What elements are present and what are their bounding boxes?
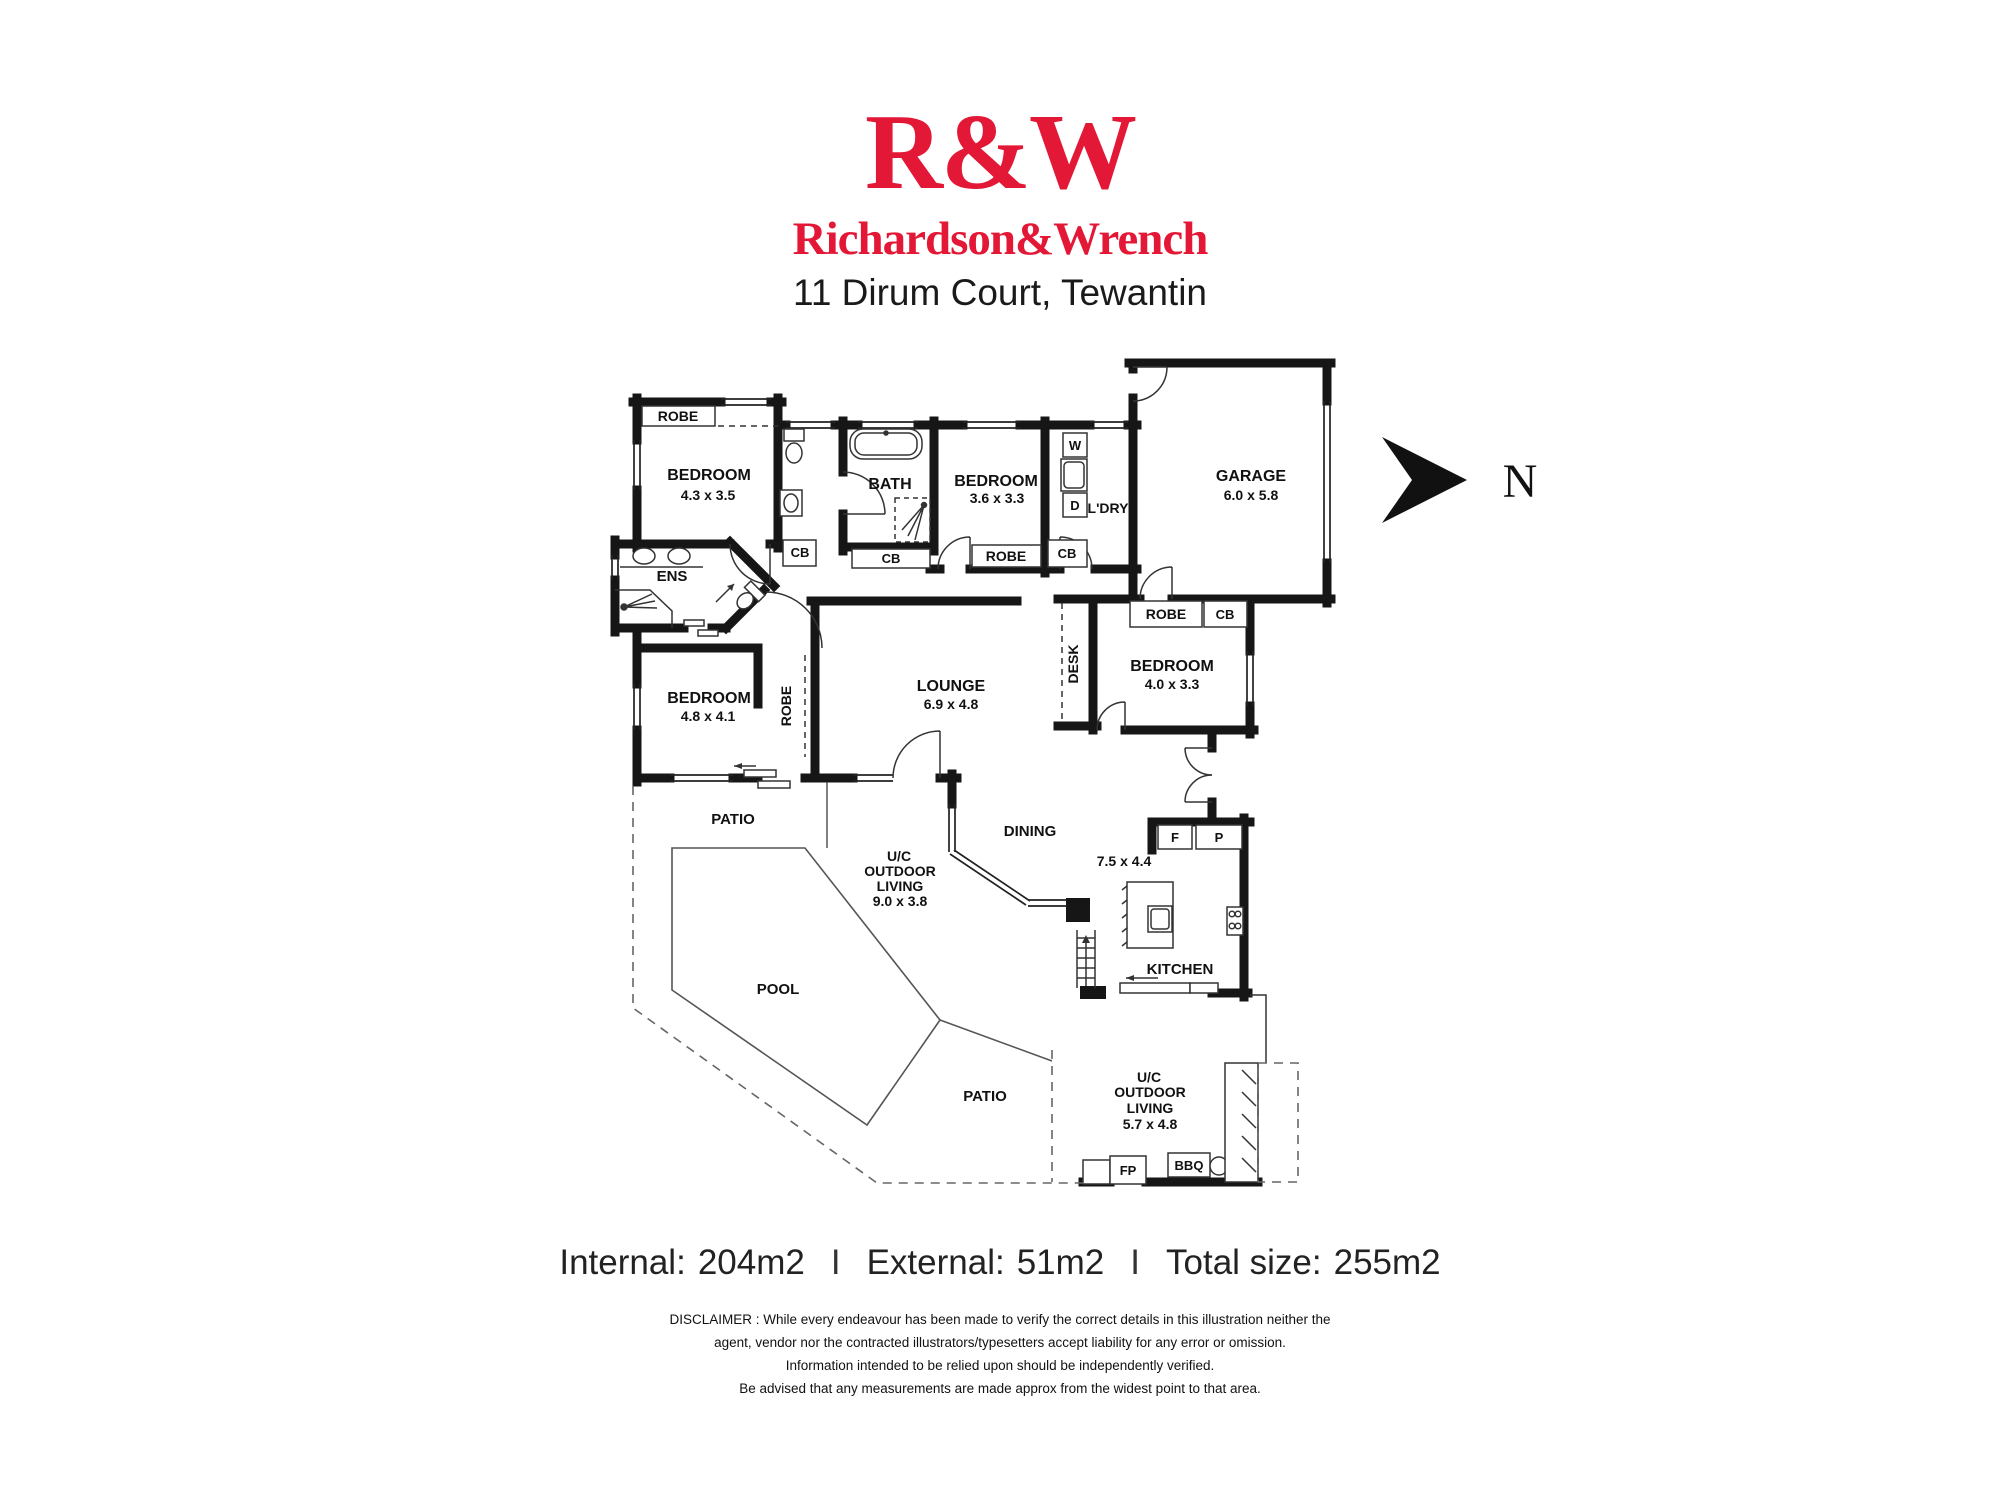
label-bedroom4-dims: 4.8 x 4.1 xyxy=(681,708,736,724)
label-kitchen-name: KITCHEN xyxy=(1147,961,1214,978)
label-bedroom1-dims: 4.3 x 3.5 xyxy=(681,487,736,503)
label-garage-name: GARAGE xyxy=(1216,468,1287,485)
label-washer: W xyxy=(1069,438,1082,453)
label-outdoor2-l1: U/C xyxy=(1137,1069,1161,1085)
property-address: 11 Dirum Court, Tewantin xyxy=(792,272,1208,313)
label-lounge-name: LOUNGE xyxy=(917,678,986,695)
label-bedroom4-name: BEDROOM xyxy=(667,690,751,707)
label-bedroom1-name: BEDROOM xyxy=(667,467,751,484)
label-fireplace: FP xyxy=(1120,1163,1137,1178)
windows xyxy=(611,398,1331,907)
area-summary: Internal: 204m2 I External: 51m2 I Total size:… xyxy=(0,1243,2000,1283)
total-area: Total size: 255m2 xyxy=(1166,1243,1441,1282)
external-label: External: xyxy=(866,1243,1005,1282)
label-lounge-dims: 6.9 x 4.8 xyxy=(924,696,979,712)
label-robe-bedroom1: ROBE xyxy=(658,408,698,424)
label-bedroom3-name: BEDROOM xyxy=(1130,658,1214,675)
label-ens: ENS xyxy=(657,568,688,585)
outdoor-boundaries xyxy=(632,786,1299,1184)
total-label: Total size: xyxy=(1166,1243,1322,1282)
fixture-labels: ROBE ROBE ROBE CB CB CB CB W D F P FP BB… xyxy=(658,408,1235,1178)
label-outdoor1-dims: 9.0 x 3.8 xyxy=(873,893,928,909)
brand-logo-full: Richardson&Wrench xyxy=(792,213,1209,265)
label-outdoor2-dims: 5.7 x 4.8 xyxy=(1123,1116,1178,1132)
internal-area: Internal: 204m2 xyxy=(559,1243,805,1282)
label-laundry: L'DRY xyxy=(1088,500,1130,516)
label-dryer: D xyxy=(1070,498,1079,513)
label-garage-dims: 6.0 x 5.8 xyxy=(1224,487,1279,503)
internal-value: 204m2 xyxy=(697,1243,805,1282)
room-labels: BEDROOM 4.3 x 3.5 BATH BEDROOM 3.6 x 3.3… xyxy=(657,467,1287,1132)
label-outdoor2-l3: LIVING xyxy=(1127,1100,1174,1116)
label-bedroom2-name: BEDROOM xyxy=(954,473,1038,490)
separator-2: I xyxy=(1130,1243,1140,1282)
label-robe-bedroom3: ROBE xyxy=(1146,606,1186,622)
north-arrow-icon: N xyxy=(1382,437,1537,523)
total-value: 255m2 xyxy=(1333,1243,1441,1282)
label-cb-hall: CB xyxy=(791,545,810,560)
label-cb-bath: CB xyxy=(882,551,901,566)
disclaimer-line-3: Information intended to be relied upon s… xyxy=(785,1358,1215,1373)
label-outdoor2-l2: OUTDOOR xyxy=(1114,1084,1186,1100)
label-pool: POOL xyxy=(757,981,800,998)
separator-1: I xyxy=(830,1243,841,1282)
label-pantry: P xyxy=(1215,830,1224,845)
external-area: External: 51m2 xyxy=(867,1243,1105,1282)
label-desk: DESK xyxy=(1065,645,1081,684)
label-cb-garage: CB xyxy=(1216,607,1235,622)
disclaimer-line-4: Be advised that any measurements are mad… xyxy=(739,1381,1261,1396)
label-bbq: BBQ xyxy=(1175,1158,1204,1173)
disclaimer-line-2: agent, vendor nor the contracted illustr… xyxy=(714,1335,1286,1350)
internal-label: Internal: xyxy=(559,1243,686,1282)
label-outdoor1-l1: U/C xyxy=(887,848,911,864)
north-label: N xyxy=(1503,455,1538,508)
disclaimer-line-1: DISCLAIMER : While every endeavour has b… xyxy=(669,1312,1331,1327)
label-kitchen-dims: 7.5 x 4.4 xyxy=(1097,853,1152,869)
label-cb-laundry: CB xyxy=(1058,546,1077,561)
label-robe-bedroom2: ROBE xyxy=(986,548,1026,564)
pool-outline xyxy=(671,847,941,1127)
label-fridge: F xyxy=(1171,830,1179,845)
fixtures xyxy=(615,405,1267,1185)
label-patio-left: PATIO xyxy=(711,811,755,828)
label-robe-hall: ROBE xyxy=(778,686,794,726)
label-patio-bottom: PATIO xyxy=(963,1088,1007,1105)
disclaimer: DISCLAIMER : While every endeavour has b… xyxy=(0,1308,2000,1400)
brand-logo-short: R&W xyxy=(865,93,1137,212)
external-value: 51m2 xyxy=(1016,1243,1105,1282)
label-outdoor1-l3: LIVING xyxy=(877,878,924,894)
label-bedroom3-dims: 4.0 x 3.3 xyxy=(1145,676,1200,692)
label-bath: BATH xyxy=(868,476,911,493)
label-dining: DINING xyxy=(1004,823,1057,840)
label-bedroom2-dims: 3.6 x 3.3 xyxy=(970,490,1025,506)
label-outdoor1-l2: OUTDOOR xyxy=(864,863,936,879)
